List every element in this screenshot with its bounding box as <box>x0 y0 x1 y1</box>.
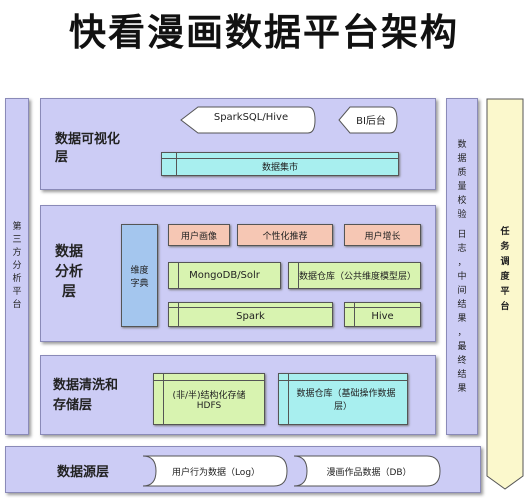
dimension-dictionary-box: 维度 字典 <box>121 224 158 327</box>
analysis-layer-label: 数据 分析 层 <box>55 244 83 300</box>
personalized-recommendation-box: 个性化推荐 <box>237 224 333 246</box>
hive-box: Hive <box>344 302 421 327</box>
data-quality-check-bar: 数据质量校验日志，中间结果，最终结果 <box>446 98 478 435</box>
spark-box: Spark <box>168 302 333 327</box>
user-profile-box: 用户画像 <box>168 224 230 246</box>
comic-works-db-shape <box>293 455 441 487</box>
common-dimension-warehouse-box: 数据仓库（公共维度模型层） <box>288 262 421 289</box>
hdfs-storage-box: (非/半)结构化存储 HDFS <box>153 373 265 425</box>
storage-layer-label: 数据清洗和 存储层 <box>53 378 119 413</box>
source-layer-label: 数据源层 <box>57 465 110 480</box>
task-scheduling-label: 任务调度平台 <box>500 227 510 312</box>
page-title: 快看漫画数据平台架构 <box>69 11 459 54</box>
base-operational-warehouse-box: 数据仓库（基础操作数据 层） <box>278 373 408 425</box>
user-behavior-log-label: 用户行为数据（Log） <box>171 468 261 478</box>
source-layer: 数据源层 用户行为数据（Log） 漫画作品数据（DB） <box>5 446 481 493</box>
bi-backend-label: BI后台 <box>356 116 386 127</box>
visualization-layer: 数据可视化 层 SparkSQL/Hive BI后台 数据集市 <box>40 98 436 190</box>
task-scheduling-arrow <box>486 98 524 490</box>
data-mart-label: 数据集市 <box>261 162 298 173</box>
analysis-layer: 数据 分析 层 维度 字典 用户画像 个性化推荐 用户增长 MongoDB/So… <box>40 205 436 342</box>
data-quality-check-label: 数据质量校验日志，中间结果，最终结果 <box>457 139 467 394</box>
sparksql-hive-shape <box>180 106 316 134</box>
bi-backend-shape <box>338 106 398 134</box>
sparksql-hive-label: SparkSQL/Hive <box>213 112 289 123</box>
visualization-layer-label: 数据可视化 层 <box>55 132 121 165</box>
storage-layer: 数据清洗和 存储层 (非/半)结构化存储 HDFS 数据仓库（基础操作数据 层） <box>40 355 436 435</box>
data-mart-box: 数据集市 <box>161 152 399 176</box>
third-party-analysis-bar: 第三方分析平台 <box>5 98 29 435</box>
third-party-analysis-label: 第三方分析平台 <box>12 222 22 310</box>
mongodb-solr-box: MongoDB/Solr <box>168 262 281 289</box>
task-scheduling-label-wrap: 任务调度平台 <box>486 200 524 340</box>
user-behavior-log-shape <box>142 455 288 487</box>
comic-works-db-label: 漫画作品数据（DB） <box>326 468 412 478</box>
user-growth-box: 用户增长 <box>344 224 421 246</box>
